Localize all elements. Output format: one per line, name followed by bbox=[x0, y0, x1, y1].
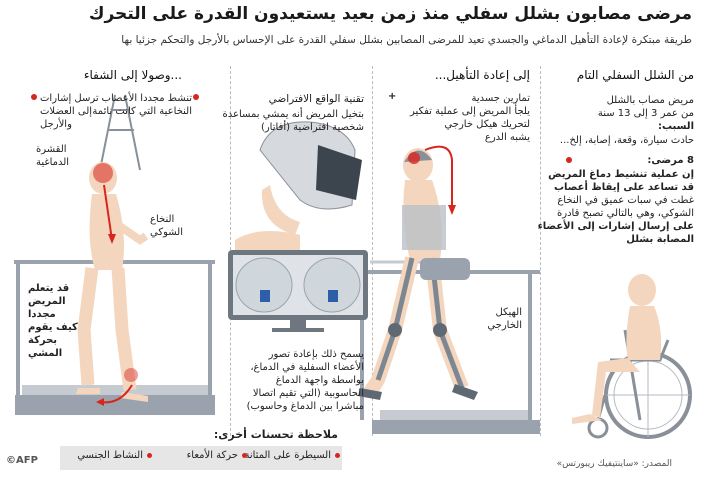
afp-logo: ©AFP bbox=[6, 455, 38, 466]
walk-line5: بحركة bbox=[28, 335, 58, 346]
col1-patient-line2: من عمر 3 إلى 13 سنة bbox=[597, 108, 694, 119]
wheelchair-figure bbox=[572, 274, 692, 439]
col2-therapy-line4: يشبه الدرع bbox=[484, 132, 530, 143]
col2-heading: إلى إعادة التأهيل... bbox=[434, 68, 530, 82]
walk-line4: كيف يقوم bbox=[28, 322, 78, 333]
col4-heading: ...وصولا إلى الشفاء bbox=[83, 68, 182, 82]
computer-screen bbox=[228, 250, 368, 332]
bullet-icon bbox=[242, 452, 247, 458]
exoskeleton-figure bbox=[355, 145, 540, 434]
note-item: النشاط الجنسي bbox=[77, 450, 152, 461]
note-item: حركة الأمعاء bbox=[187, 450, 247, 461]
exoskeleton-label2: الخارجي bbox=[487, 320, 522, 331]
walk-line1: قد يتعلم bbox=[28, 283, 70, 294]
vr-line1: بتخيل المريض أنه يمشي بمساعدة bbox=[222, 109, 364, 120]
vr-title: تقنية الواقع الافتراضي bbox=[268, 93, 364, 105]
divider bbox=[540, 66, 541, 436]
col1-desc-norm1: غطت في سبات عميق في النخاع bbox=[557, 195, 694, 206]
signals-line3: والأرجل bbox=[40, 119, 72, 130]
source-credit: المصدر: «ساينتيفيك ريبورتس» bbox=[556, 459, 672, 469]
col1-desc-bold2: قد تساعد على إيقاظ أعصاب bbox=[553, 182, 694, 193]
activate-line2: النخاعية التي كانت نائمة bbox=[92, 106, 192, 117]
col1-patients-count: 8 مرضى: bbox=[647, 155, 694, 166]
bullet-icon bbox=[147, 452, 152, 458]
activate-line1: تنشط مجددا الأعصاب bbox=[101, 93, 192, 104]
plus-sign: + bbox=[388, 91, 397, 102]
bullet-icon bbox=[335, 452, 340, 458]
col1-heading: من الشلل السفلي التام bbox=[576, 68, 694, 82]
bci-line4: الحاسوبية (التي تقيم اتصالا bbox=[252, 388, 364, 399]
col1-desc-bold1: إن عملية تنشيط دماغ المريض bbox=[548, 169, 694, 180]
bci-line1: يسمح ذلك بإعادة تصور bbox=[268, 349, 364, 360]
bci-line5: مباشرا بين الدماغ وحاسوب) bbox=[246, 401, 364, 412]
col2-therapy-line3: لتحريك هيكل خارجي bbox=[444, 119, 530, 130]
note-item: السيطرة على المثانة bbox=[244, 450, 340, 461]
exoskeleton-label1: الهيكل bbox=[495, 307, 522, 318]
bci-line2: الأعضاء السفلية في الدماغ، bbox=[250, 362, 364, 373]
col1-desc-bold4: المصابة بشلل bbox=[626, 234, 694, 245]
vr-headset-figure bbox=[235, 121, 362, 250]
col1-desc-bold3: على إرسال إشارات إلى الأعضاء bbox=[537, 221, 694, 232]
cortex-line2: الدماغية bbox=[36, 157, 70, 168]
col2-therapy-line2: يلجأ المريض إلى عملية تفكير bbox=[410, 106, 530, 117]
spine-line2: الشوكي bbox=[150, 227, 184, 238]
notes-title: ملاحظة تحسنات أخرى: bbox=[213, 428, 338, 441]
signals-line2: إلى العضلات bbox=[40, 106, 93, 117]
vr-line2: شخصية افتراضية (أفاتار) bbox=[260, 122, 364, 133]
col1-desc-norm2: الشوكي، وهي بالتالي تصبح قادرة bbox=[557, 208, 694, 219]
divider bbox=[372, 66, 373, 436]
col1-cause-text: حادث سيارة، وقعة، إصابة، إلخ... bbox=[559, 135, 694, 146]
col1-cause-label: السبب: bbox=[657, 121, 694, 132]
walk-line6: المشي bbox=[28, 348, 63, 359]
cortex-line1: القشرة bbox=[36, 144, 67, 155]
col1-patient-line1: مريض مصاب بالشلل bbox=[606, 95, 694, 106]
col2-therapy-line1: تمارين جسدية bbox=[471, 93, 530, 104]
signals-line1: ترسل إشارات bbox=[40, 93, 99, 104]
walk-line2: المريض bbox=[28, 296, 66, 307]
page-title: مرضى مصابون بشلل سفلي منذ زمن بعيد يستعي… bbox=[88, 4, 692, 24]
notes-bar bbox=[60, 446, 342, 470]
page-subtitle: طريقة مبتكرة لإعادة التأهيل الدماغي والج… bbox=[121, 34, 692, 46]
walk-line3: مجددا bbox=[28, 309, 56, 320]
harness-walker-figure bbox=[14, 94, 215, 415]
bci-line3: بواسطة واجهة الدماغ bbox=[275, 375, 364, 386]
spine-line1: النخاع bbox=[150, 214, 175, 225]
